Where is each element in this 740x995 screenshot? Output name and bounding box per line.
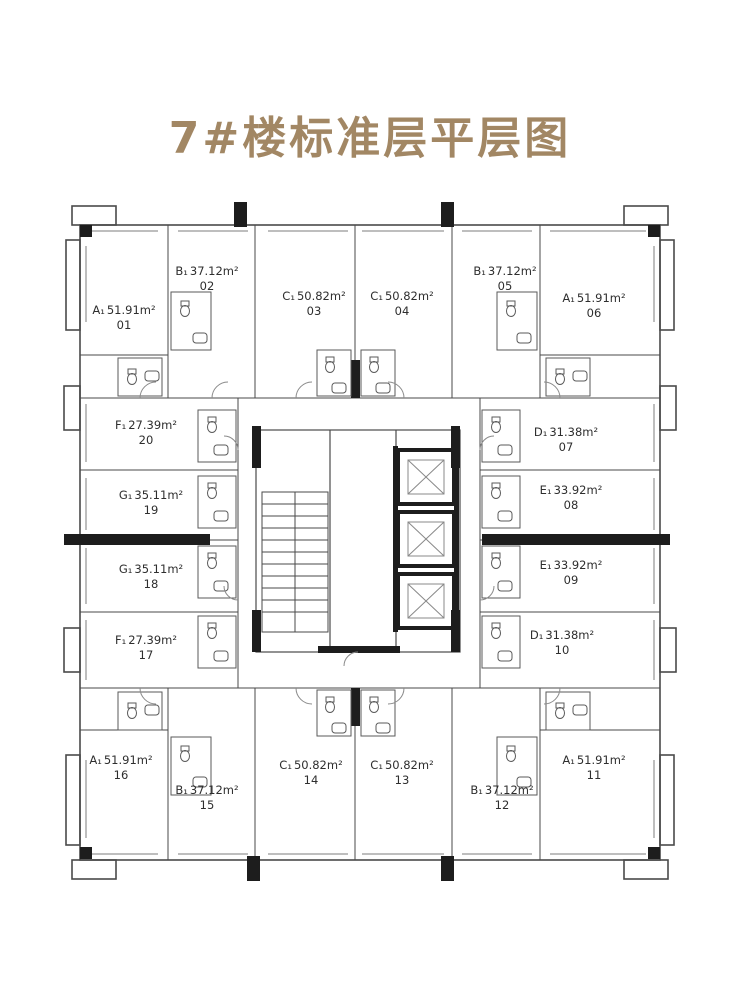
unit-number: 07 [558,440,574,454]
unit-area: 31.38m² [545,628,595,642]
unit-number: 11 [586,768,602,782]
unit-type: D₁ [533,425,548,439]
unit-area: 33.92m² [553,558,603,572]
unit-area: 37.12m² [189,783,239,797]
unit-area: 51.91m² [576,291,626,305]
elevator-shafts [396,448,456,630]
page-title: 7#楼标准层平层图 [168,113,572,164]
unit-area: 50.82m² [296,289,346,303]
unit-number: 03 [306,304,322,318]
unit-number: 13 [394,773,410,787]
unit-type: F₁ [115,633,127,647]
unit-area: 51.91m² [576,753,626,767]
unit-area: 33.92m² [553,483,603,497]
unit-number: 06 [586,306,602,320]
unit-type: F₁ [115,418,127,432]
unit-type: B₁ [175,264,188,278]
unit-type: E₁ [539,558,552,572]
unit-type: C₁ [370,289,383,303]
unit-type: B₁ [473,264,486,278]
unit-number: 05 [497,279,513,293]
unit-number: 02 [199,279,215,293]
unit-type: A₁ [562,753,575,767]
unit-area: 50.82m² [293,758,343,772]
unit-area: 35.11m² [134,488,184,502]
unit-area: 37.12m² [487,264,537,278]
unit-type: G₁ [118,488,133,502]
shear-walls [64,202,670,881]
door-arcs [139,381,561,705]
unit-area: 51.91m² [103,753,153,767]
unit-area: 50.82m² [384,758,434,772]
unit-type: A₁ [92,303,105,317]
unit-area: 50.82m² [384,289,434,303]
unit-number: 19 [143,503,159,517]
unit-number: 01 [116,318,132,332]
unit-type: A₁ [562,291,575,305]
unit-type: G₁ [118,562,133,576]
unit-area: 27.39m² [128,418,177,432]
unit-area: 37.12m² [189,264,239,278]
unit-number: 20 [138,433,154,447]
unit-type: E₁ [539,483,552,497]
unit-number: 12 [494,798,510,812]
elevator-icon-1 [396,448,456,506]
staircase [261,491,329,633]
elevator-icon-3 [396,572,456,630]
window-lines [85,230,655,855]
unit-area: 37.12m² [484,783,534,797]
unit-type: B₁ [175,783,188,797]
unit-type: B₁ [470,783,483,797]
unit-type: C₁ [279,758,292,772]
unit-type: C₁ [282,289,295,303]
unit-number: 09 [563,573,579,587]
unit-number: 04 [394,304,410,318]
unit-area: 31.38m² [549,425,599,439]
unit-number: 14 [303,773,319,787]
unit-number: 17 [138,648,154,662]
unit-type: D₁ [529,628,544,642]
bathroom-walls [117,291,591,796]
elevator-icon-2 [396,510,456,568]
unit-area: 27.39m² [128,633,177,647]
unit-area: 51.91m² [106,303,156,317]
unit-area: 35.11m² [134,562,184,576]
unit-number: 18 [143,577,159,591]
unit-type: C₁ [370,758,383,772]
unit-number: 08 [563,498,579,512]
unit-number: 10 [554,643,570,657]
unit-number: 16 [113,768,129,782]
unit-type: A₁ [89,753,102,767]
unit-number: 15 [199,798,215,812]
